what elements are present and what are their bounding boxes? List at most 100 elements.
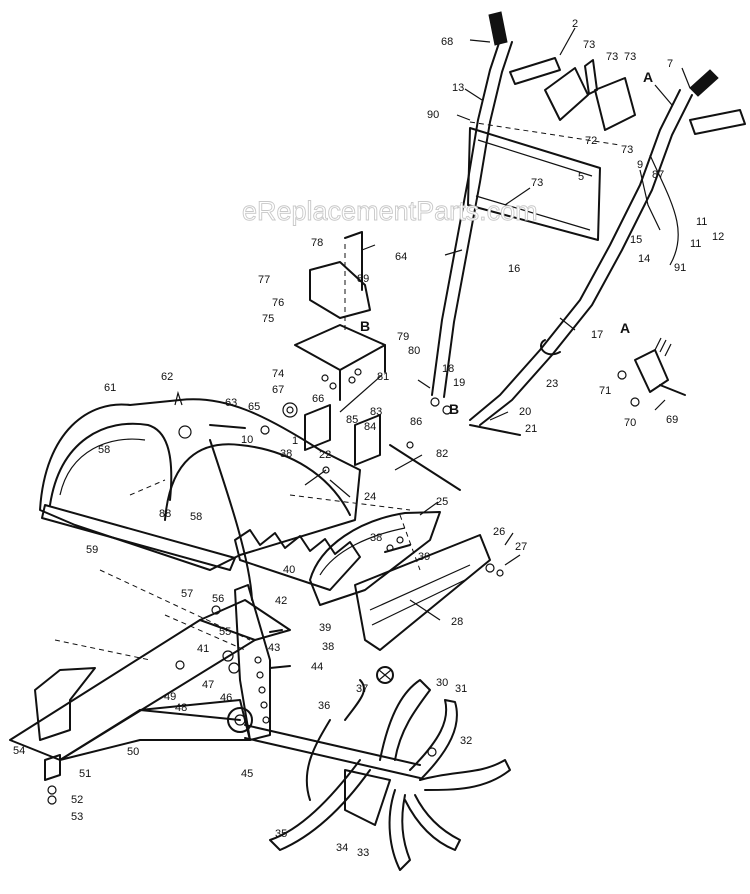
callout-16: 16 bbox=[508, 263, 520, 275]
callout-80: 80 bbox=[408, 345, 420, 357]
callout-52: 52 bbox=[71, 794, 83, 806]
callout-73: 73 bbox=[621, 144, 633, 156]
callout-5: 5 bbox=[578, 171, 584, 183]
callout-76: 76 bbox=[272, 297, 284, 309]
callout-38: 38 bbox=[280, 448, 292, 460]
callout-12: 12 bbox=[712, 231, 724, 243]
callout-44: 44 bbox=[311, 661, 323, 673]
callout-30: 30 bbox=[436, 677, 448, 689]
hitch-hardware bbox=[44, 754, 61, 805]
callout-28: 28 bbox=[451, 616, 463, 628]
callout-43: 43 bbox=[268, 642, 280, 654]
callout-87: 87 bbox=[652, 169, 664, 181]
callout-19: 19 bbox=[453, 377, 465, 389]
callout-13: 13 bbox=[452, 82, 464, 94]
callout-40: 40 bbox=[283, 564, 295, 576]
callout-22: 22 bbox=[319, 449, 331, 461]
handlebar-assembly bbox=[430, 11, 746, 436]
callout-41: 41 bbox=[197, 643, 209, 655]
callout-9: 9 bbox=[637, 159, 643, 171]
section-letter-a: A bbox=[643, 69, 653, 85]
callout-35: 35 bbox=[275, 828, 287, 840]
callout-47: 47 bbox=[202, 679, 214, 691]
callout-72: 72 bbox=[585, 135, 597, 147]
callout-39: 39 bbox=[418, 551, 430, 563]
callout-63: 63 bbox=[225, 397, 237, 409]
tine-axle-assembly bbox=[244, 666, 511, 871]
callout-73: 73 bbox=[624, 51, 636, 63]
callout-11: 11 bbox=[690, 238, 701, 250]
section-letters: A B B A bbox=[360, 69, 653, 417]
callout-labels: 68 2 13 90 73 73 73 73 73 72 7 5 9 87 11… bbox=[13, 18, 724, 859]
tine-shield bbox=[39, 390, 361, 571]
callout-32: 32 bbox=[460, 735, 472, 747]
callout-84: 84 bbox=[364, 421, 376, 433]
callout-82: 82 bbox=[436, 448, 448, 460]
callout-61: 61 bbox=[104, 382, 116, 394]
callout-59: 59 bbox=[86, 544, 98, 556]
callout-27: 27 bbox=[515, 541, 527, 553]
callout-11: 11 bbox=[696, 216, 707, 228]
callout-37: 37 bbox=[356, 683, 368, 695]
callout-17: 17 bbox=[591, 329, 603, 341]
callout-38: 38 bbox=[370, 532, 382, 544]
section-letter-b: B bbox=[360, 318, 370, 334]
callout-46: 46 bbox=[220, 692, 232, 704]
callout-49: 49 bbox=[164, 691, 176, 703]
callout-2: 2 bbox=[572, 18, 578, 30]
callout-14: 14 bbox=[638, 253, 650, 265]
callout-81: 81 bbox=[377, 371, 389, 383]
callout-50: 50 bbox=[127, 746, 139, 758]
callout-73: 73 bbox=[531, 177, 543, 189]
leader-lines bbox=[304, 27, 691, 621]
shield-flap bbox=[309, 511, 495, 651]
depth-plate bbox=[234, 584, 291, 741]
callout-53: 53 bbox=[71, 811, 83, 823]
callout-66: 66 bbox=[312, 393, 324, 405]
callout-64: 64 bbox=[395, 251, 407, 263]
callout-26: 26 bbox=[493, 526, 505, 538]
callout-38: 38 bbox=[322, 641, 334, 653]
toothed-bar bbox=[209, 439, 361, 601]
callout-1: 1 bbox=[292, 435, 298, 447]
callout-33: 33 bbox=[357, 847, 369, 859]
section-letter-b: B bbox=[449, 401, 459, 417]
callout-31: 31 bbox=[455, 683, 467, 695]
fasteners bbox=[175, 402, 504, 757]
callout-18: 18 bbox=[442, 363, 454, 375]
callout-73: 73 bbox=[583, 39, 595, 51]
callout-48: 48 bbox=[175, 702, 187, 714]
callout-68: 68 bbox=[441, 36, 453, 48]
frame bbox=[9, 599, 291, 761]
section-letter-a: A bbox=[620, 320, 630, 336]
callout-25: 25 bbox=[436, 496, 448, 508]
callout-74: 74 bbox=[272, 368, 284, 380]
callout-10: 10 bbox=[241, 434, 253, 446]
callout-83: 83 bbox=[370, 406, 382, 418]
callout-7: 7 bbox=[667, 58, 673, 70]
depth-bar-bracket bbox=[294, 231, 461, 491]
callout-42: 42 bbox=[275, 595, 287, 607]
callout-54: 54 bbox=[13, 745, 25, 757]
callout-73: 73 bbox=[606, 51, 618, 63]
callout-20: 20 bbox=[519, 406, 531, 418]
callout-15: 15 bbox=[630, 234, 642, 246]
callout-69: 69 bbox=[666, 414, 678, 426]
callout-89: 89 bbox=[357, 273, 369, 285]
callout-86: 86 bbox=[410, 416, 422, 428]
callout-75: 75 bbox=[262, 313, 274, 325]
callout-62: 62 bbox=[161, 371, 173, 383]
callout-85: 85 bbox=[346, 414, 358, 426]
callout-88: 88 bbox=[159, 508, 171, 520]
callout-39: 39 bbox=[319, 622, 331, 634]
callout-78: 78 bbox=[311, 237, 323, 249]
callout-91: 91 bbox=[674, 262, 686, 274]
callout-21: 21 bbox=[525, 423, 537, 435]
callout-23: 23 bbox=[546, 378, 558, 390]
callout-57: 57 bbox=[181, 588, 193, 600]
callout-56: 56 bbox=[212, 593, 224, 605]
callout-24: 24 bbox=[364, 491, 376, 503]
callout-58: 58 bbox=[190, 511, 202, 523]
callout-58: 58 bbox=[98, 444, 110, 456]
